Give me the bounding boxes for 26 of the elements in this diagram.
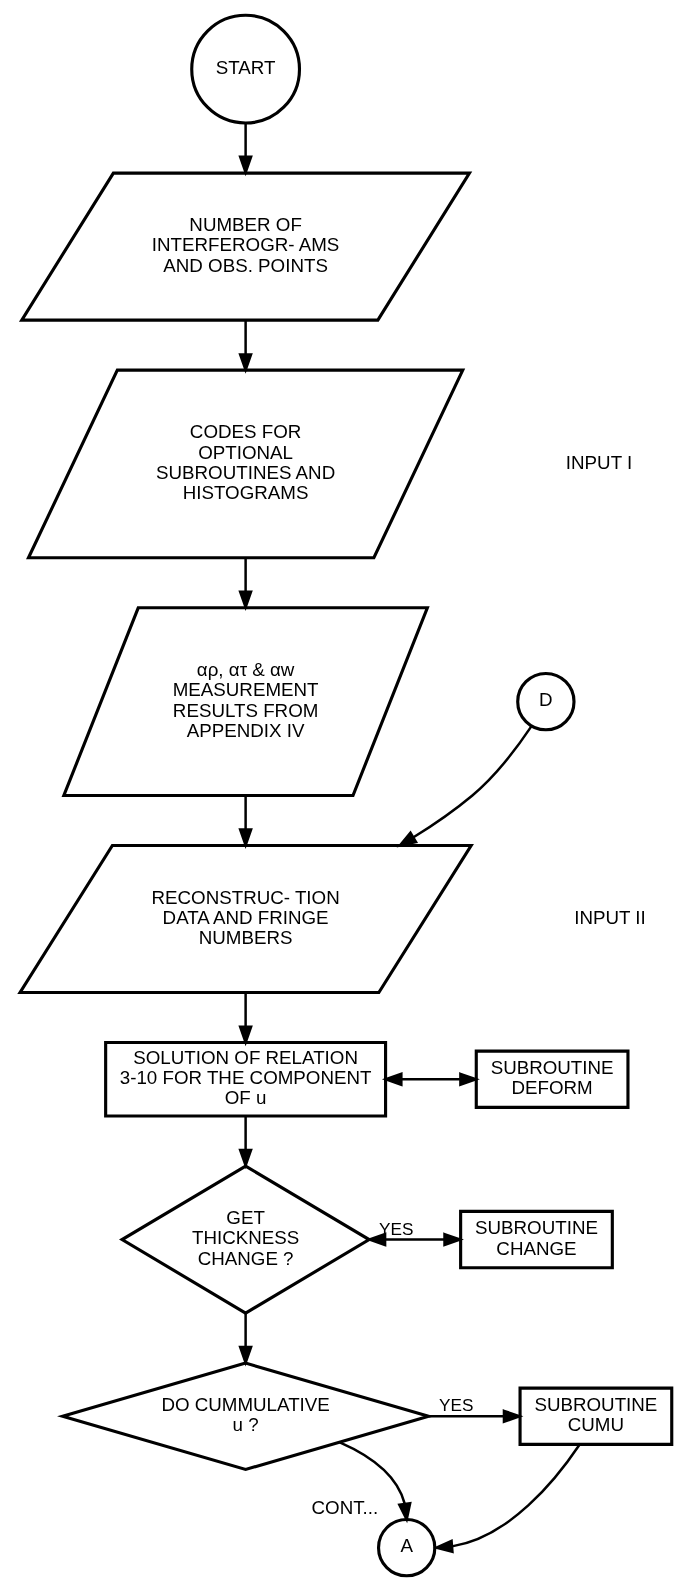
arrow [237,795,253,850]
node-box: SUBROUTINE CUMU [518,1386,673,1446]
arrow [381,1072,480,1087]
edge-label: YES [378,1218,413,1239]
label: INPUT I [565,451,632,473]
label: INPUT II [573,906,646,928]
arrow [237,123,253,177]
node-label: CONT... [311,1497,378,1519]
node-box: SOLUTION OF RELATION 3-10 FOR THE COMPONENT OF u [103,1040,387,1118]
arrow [365,1232,464,1247]
arrow [428,1409,523,1424]
edge-label: YES [438,1395,473,1416]
arrow [237,992,253,1047]
arrow [432,1444,580,1554]
node-circle: D [515,671,576,732]
node-box: SUBROUTINE DEFORM [474,1049,630,1109]
node-circle: A [376,1517,436,1578]
arrow [237,1116,253,1170]
arrow [237,320,253,374]
node-box: SUBROUTINE CHANGE [458,1209,614,1270]
node-circle: START [189,13,301,125]
node-diamond: GET THICKNESS CHANGE ? [118,1164,372,1315]
arrow [237,558,253,612]
arrow [237,1313,253,1367]
arrow [338,1441,412,1524]
arrow [396,725,532,848]
